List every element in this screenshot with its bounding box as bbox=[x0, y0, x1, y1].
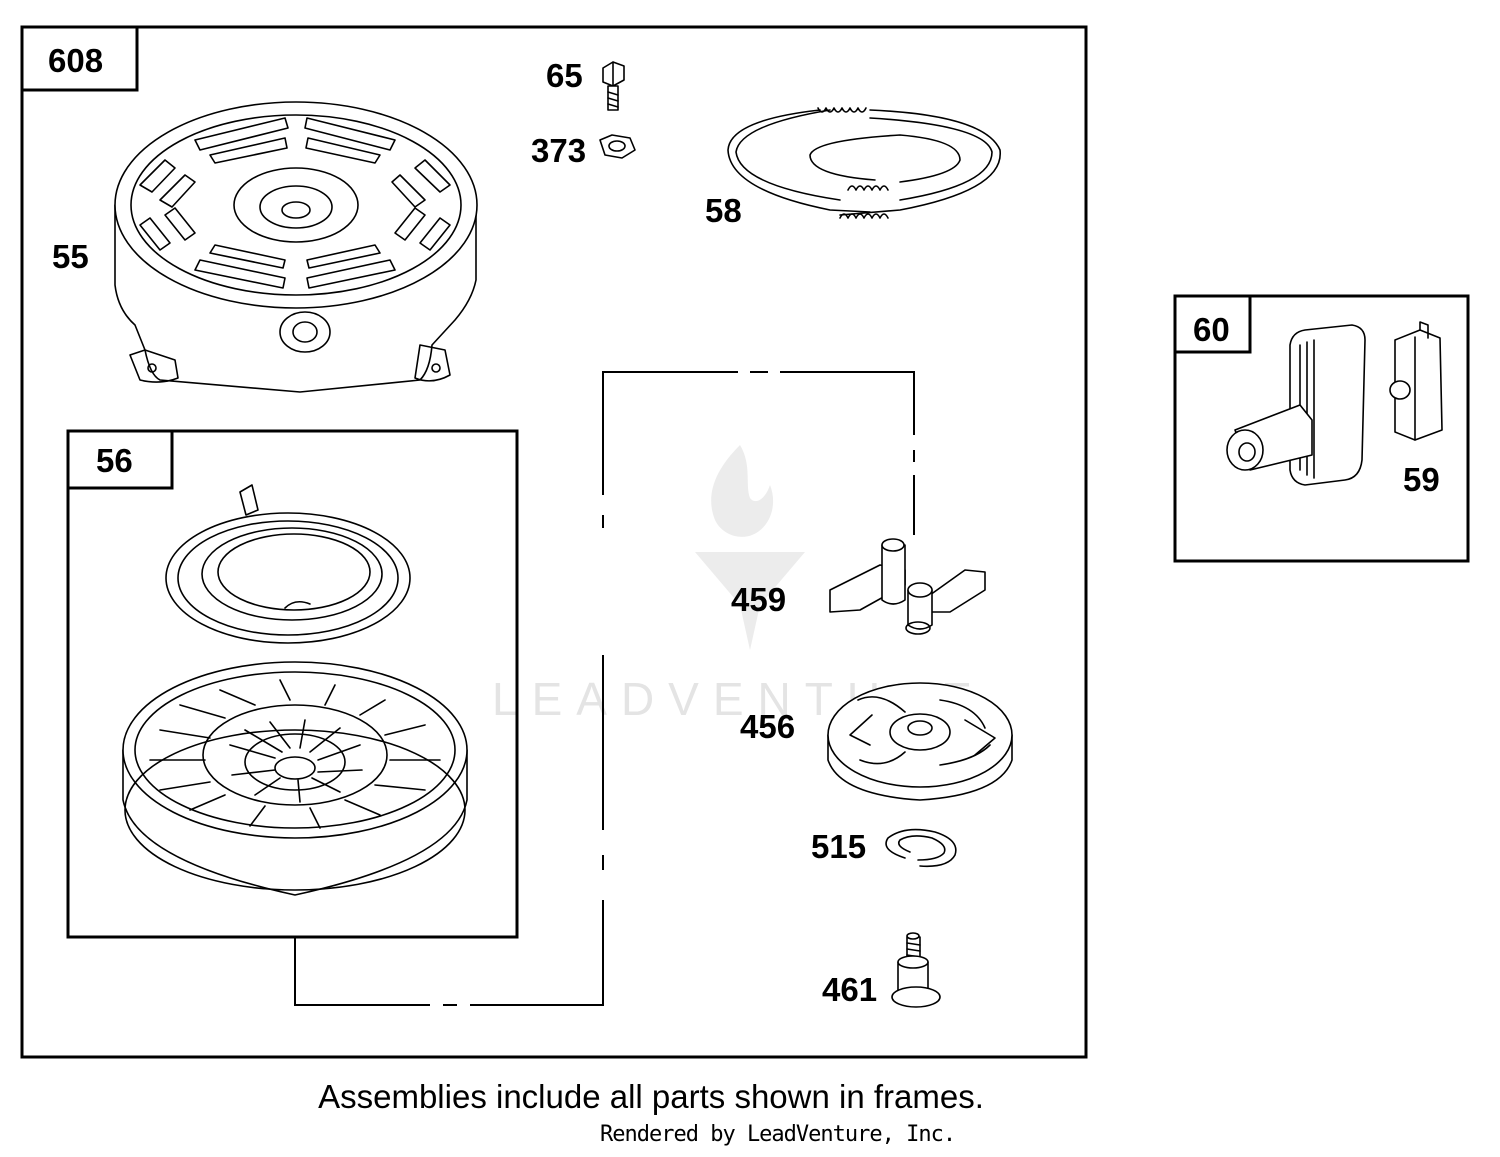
handle-insert-part[interactable] bbox=[1389, 321, 1443, 441]
part-461-label[interactable]: 461 bbox=[822, 971, 877, 1008]
ratchet-part[interactable] bbox=[827, 682, 1013, 801]
bolt-part[interactable] bbox=[602, 61, 625, 111]
starter-housing-part[interactable] bbox=[114, 101, 478, 393]
starter-rope-part[interactable] bbox=[727, 107, 1001, 219]
assemblies-caption: Assemblies include all parts shown in fr… bbox=[318, 1078, 984, 1115]
part-459-label[interactable]: 459 bbox=[731, 581, 786, 618]
retaining-ring-part[interactable] bbox=[885, 828, 957, 868]
part-58-label[interactable]: 58 bbox=[705, 192, 742, 229]
render-credit: Rendered by LeadVenture, Inc. bbox=[600, 1122, 956, 1147]
assembly-connector-line bbox=[294, 371, 915, 1006]
handle-frame-tag-box bbox=[1173, 294, 1252, 354]
pawl-part[interactable] bbox=[829, 538, 986, 635]
main-frame-tag[interactable]: 608 bbox=[48, 42, 103, 79]
watermark-logo-icon bbox=[695, 445, 805, 650]
part-65-label[interactable]: 65 bbox=[546, 57, 583, 94]
handle-frame-tag[interactable]: 60 bbox=[1193, 311, 1230, 348]
sub-frame-tag-box bbox=[66, 429, 174, 490]
screw-part[interactable] bbox=[891, 932, 941, 1008]
part-515-label[interactable]: 515 bbox=[811, 828, 866, 865]
main-assembly-frame bbox=[20, 25, 1088, 1059]
starter-pulley-part[interactable] bbox=[122, 661, 468, 896]
starter-pulley-frame bbox=[66, 429, 519, 939]
main-frame-tag-box bbox=[20, 25, 139, 92]
sub-frame-tag[interactable]: 56 bbox=[96, 442, 133, 479]
starter-handle-part[interactable] bbox=[1226, 324, 1366, 486]
part-373-label[interactable]: 373 bbox=[531, 132, 586, 169]
part-59-label[interactable]: 59 bbox=[1403, 461, 1440, 498]
part-55-label[interactable]: 55 bbox=[52, 238, 89, 275]
part-456-label[interactable]: 456 bbox=[740, 708, 795, 745]
nut-part[interactable] bbox=[599, 134, 636, 159]
rewind-spring-part[interactable] bbox=[165, 484, 411, 644]
handle-frame bbox=[1173, 294, 1470, 563]
